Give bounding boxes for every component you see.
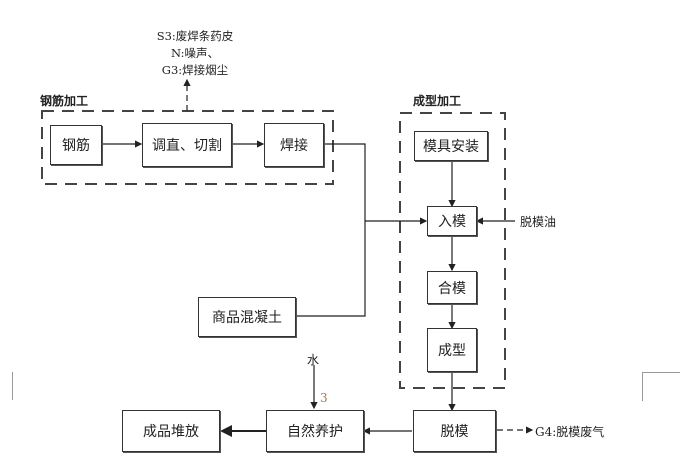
line-weld-to-junction — [297, 143, 366, 317]
forming-group-border — [399, 112, 506, 389]
input-water: 水 — [307, 353, 320, 367]
page-corner-left — [0, 372, 13, 400]
box-weld: 焊接 — [264, 123, 324, 167]
forming-group-title: 成型加工 — [413, 94, 462, 108]
rebar-group-title: 钢筋加工 — [40, 94, 89, 108]
box-close-mold: 合模 — [427, 271, 477, 304]
box-rebar: 钢筋 — [50, 125, 102, 165]
emission-weld-s3: S3:废焊条药皮 — [156, 29, 234, 43]
page-corner-right — [642, 372, 680, 401]
box-forming: 成型 — [427, 328, 477, 372]
box-straighten-cut: 调直、切割 — [142, 123, 232, 167]
box-demold: 脱模 — [413, 410, 496, 452]
water-marker: 3 — [320, 391, 328, 405]
input-release-oil: 脱模油 — [520, 215, 557, 229]
emission-weld-n: N:噪声、 — [170, 46, 220, 60]
box-into-mold: 入模 — [427, 206, 477, 236]
box-mold-install: 模具安装 — [414, 131, 488, 161]
emission-weld-g3: G3:焊接烟尘 — [161, 63, 229, 77]
emission-weld: S3:废焊条药皮 N:噪声、 G3:焊接烟尘 — [150, 28, 240, 79]
emission-demold: G4:脱模废气 — [535, 425, 605, 439]
box-concrete: 商品混凝土 — [198, 297, 296, 337]
box-storage: 成品堆放 — [122, 410, 220, 452]
box-curing: 自然养护 — [266, 410, 364, 452]
